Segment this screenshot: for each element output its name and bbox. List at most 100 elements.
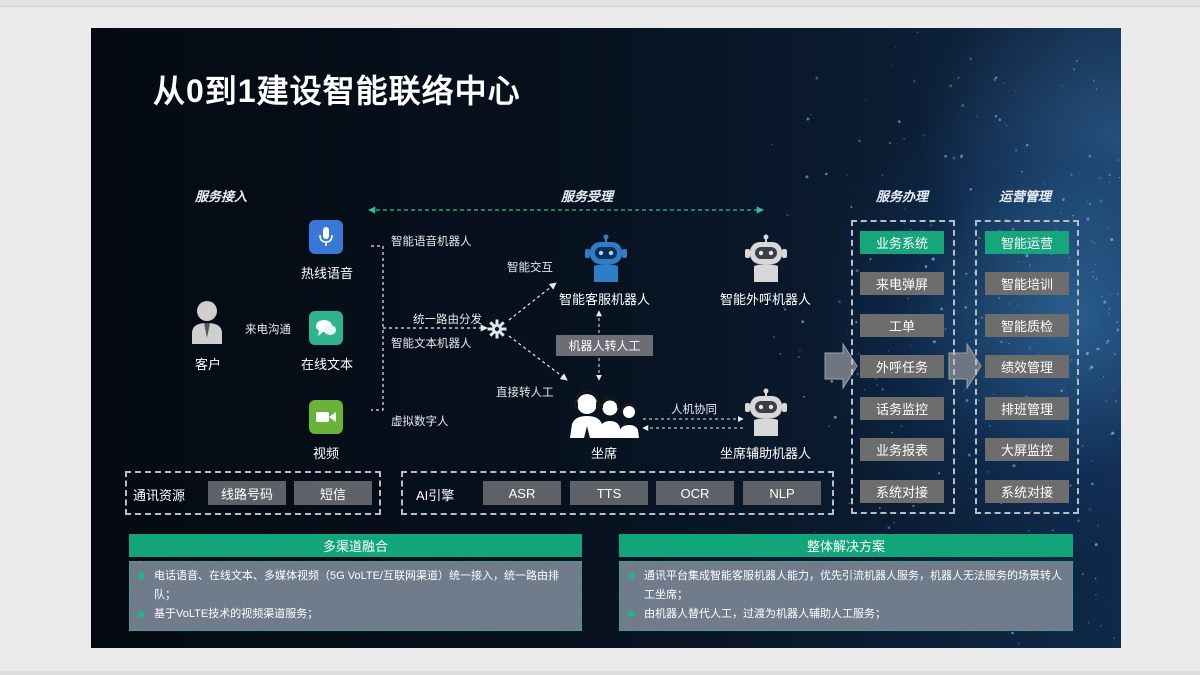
processing-item-business-report: 业务报表: [860, 438, 944, 461]
background-dot: [952, 156, 956, 160]
background-dot: [897, 120, 901, 123]
background-dot: [1069, 484, 1072, 487]
background-dot: [1088, 154, 1092, 158]
assist-robot-icon: [745, 388, 787, 436]
background-dot: [858, 139, 861, 143]
background-dot: [970, 487, 972, 490]
background-dot: [867, 225, 869, 227]
background-dot: [1092, 275, 1095, 278]
background-dot: [1050, 254, 1052, 256]
background-dot: [1086, 200, 1088, 202]
background-dot: [988, 425, 991, 428]
slide-title: 从0到1建设智能联络中心: [153, 73, 521, 109]
channel-label-video: 视频: [313, 446, 340, 461]
background-dot: [863, 389, 866, 391]
background-dot: [887, 350, 890, 353]
background-dot: [1103, 604, 1106, 606]
diagram-connectors: [368, 206, 982, 431]
background-dot: [940, 307, 944, 311]
background-dot: [881, 388, 884, 391]
background-dot: [1077, 519, 1080, 522]
background-dot: [1011, 227, 1015, 231]
service-robot-icon: [585, 234, 627, 282]
background-dot: [1028, 346, 1032, 350]
background-dot: [993, 77, 997, 81]
video-camera-icon: [309, 400, 343, 434]
background-dot: [1090, 482, 1094, 486]
background-dot: [810, 114, 812, 116]
background-dot: [1060, 84, 1064, 88]
background-dot: [1096, 524, 1100, 527]
background-dot: [1092, 79, 1096, 82]
channel-robot-voice: 智能语音机器人: [391, 236, 472, 248]
background-dot: [1116, 158, 1120, 162]
background-dot: [1095, 628, 1097, 630]
customer-call-edge-label: 来电沟通: [245, 324, 291, 336]
background-dot: [1011, 631, 1014, 635]
background-dot: [1073, 68, 1075, 71]
customer-person-icon: [192, 301, 222, 344]
background-dot: [773, 335, 775, 338]
section-header-operations: 运营管理: [999, 189, 1052, 204]
background-dot: [1110, 238, 1114, 242]
operations-column-frame: [975, 220, 1079, 514]
background-dot: [1108, 180, 1111, 183]
background-dot: [1104, 260, 1106, 262]
background-dot: [937, 472, 941, 475]
background-dot: [1017, 261, 1020, 263]
background-dot: [1081, 573, 1085, 576]
background-dot: [1005, 124, 1008, 126]
chat-bubbles-icon: [309, 311, 343, 345]
background-dot: [983, 376, 986, 379]
section-header-processing: 服务办理: [876, 189, 929, 204]
background-dot: [997, 296, 1001, 300]
background-dot: [1111, 431, 1115, 435]
background-dot: [889, 142, 891, 144]
comm-resource-line-number: 线路号码: [208, 481, 286, 505]
background-dot: [912, 504, 915, 508]
background-dot: [965, 398, 969, 402]
background-dot: [977, 236, 980, 239]
background-dot: [967, 453, 971, 457]
background-dot: [786, 214, 789, 217]
background-dot: [1116, 292, 1119, 295]
panel-multichannel-item: 电话语音、在线文本、多媒体视频（5G VoLTE/互联网渠道）统一接入，统一路由…: [138, 567, 573, 605]
panel-solution-item: 由机器人替代人工，过渡为机器人辅助人工服务；: [628, 605, 1064, 624]
background-dot: [771, 143, 773, 146]
processing-item-screen-pop: 来电弹屏: [860, 272, 944, 295]
background-dot: [915, 381, 917, 383]
background-dot: [1094, 543, 1098, 547]
background-dot: [1116, 328, 1120, 332]
background-dot: [815, 76, 819, 80]
background-dot: [1060, 389, 1063, 393]
background-dot: [998, 338, 1000, 340]
slide-canvas: 从0到1建设智能联络中心 服务接入 服务受理 服务办理 运营管理 客户 来电沟通…: [91, 28, 1121, 648]
flow-label-human-machine: 人机协同: [671, 404, 717, 416]
background-dot: [864, 347, 866, 350]
background-dot: [1001, 260, 1004, 263]
background-dot: [1109, 292, 1112, 295]
background-dot: [869, 257, 872, 261]
background-dot: [932, 340, 936, 344]
ai-engine-frame: [401, 471, 834, 515]
operations-item-smart-ops: 智能运营: [985, 231, 1069, 254]
agent-label: 坐席: [591, 446, 618, 461]
bullet-square: [628, 611, 634, 617]
background-dot: [1094, 263, 1097, 266]
background-dot: [864, 100, 867, 103]
processing-item-ticket: 工单: [860, 314, 944, 337]
background-dot: [1008, 302, 1011, 306]
background-dot: [776, 303, 778, 305]
channel-label-text: 在线文本: [301, 357, 354, 372]
background-dot: [907, 297, 910, 300]
gear-icon: [487, 319, 507, 339]
background-dot: [962, 389, 966, 392]
background-dot: [965, 272, 968, 275]
background-dot: [1070, 173, 1073, 176]
background-dot: [910, 229, 912, 231]
panel-solution-item-text: 由机器人替代人工，过渡为机器人辅助人工服务；: [644, 608, 886, 620]
background-dot: [1090, 460, 1093, 462]
background-dot: [969, 57, 973, 61]
background-dot: [1093, 242, 1096, 245]
processing-item-call-monitor: 话务监控: [860, 397, 944, 420]
